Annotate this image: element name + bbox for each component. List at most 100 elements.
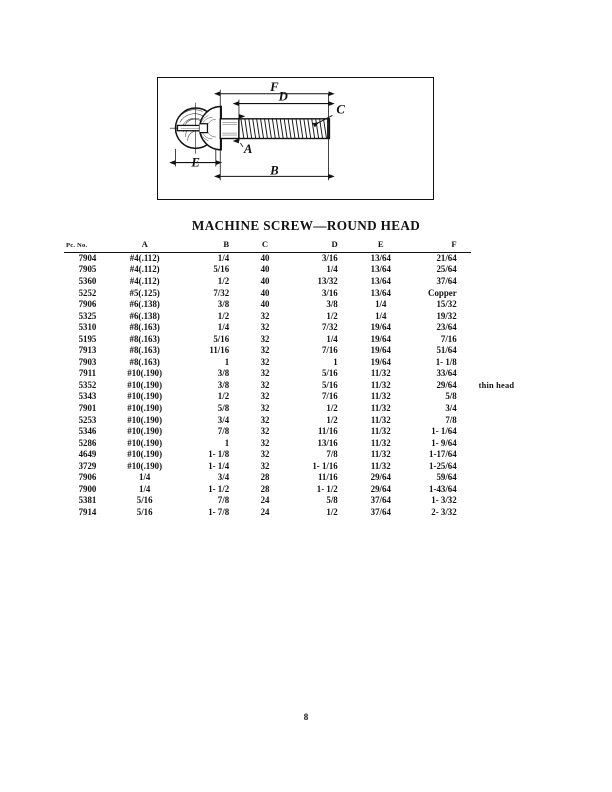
cell-c: 24 — [260, 506, 270, 517]
column-header-e: E — [357, 239, 404, 253]
cell-f: 3/4 — [445, 402, 457, 413]
cell-b: 3/8 — [217, 368, 230, 379]
cell-pc_no: 7913 — [78, 345, 97, 356]
cell-e: 37/64 — [370, 506, 391, 517]
cell-f: 7/16 — [440, 333, 457, 344]
cell-e: 13/64 — [370, 264, 391, 275]
cell-a: #6(.138) — [129, 299, 160, 310]
cell-f: 1-25/64 — [429, 460, 457, 471]
cell-note — [471, 461, 532, 473]
cell-d: 5/16 — [321, 368, 338, 379]
cell-a: #10(.190) — [127, 437, 163, 448]
cell-pc_no: 5195 — [78, 333, 97, 344]
page-number: 8 — [303, 712, 309, 722]
cell-b: 1 — [224, 437, 230, 448]
cell-note — [471, 252, 532, 264]
cell-pc_no: 7901 — [78, 402, 97, 413]
cell-note — [471, 276, 532, 288]
cell-e: 11/32 — [370, 460, 391, 471]
cell-d: 1/2 — [326, 310, 338, 321]
cell-e: 29/64 — [370, 483, 391, 494]
cell-b: 1/2 — [217, 310, 230, 321]
cell-a: #10(.190) — [127, 368, 163, 379]
cell-f: 23/64 — [436, 322, 457, 333]
cell-d: 1/2 — [326, 402, 338, 413]
cell-a: #8(.163) — [129, 356, 160, 367]
cell-e: 19/64 — [370, 333, 391, 344]
cell-f: 5/8 — [445, 391, 457, 402]
cell-c: 32 — [260, 333, 270, 344]
cell-note — [471, 288, 532, 300]
cell-d: 1/2 — [326, 506, 338, 517]
cell-note — [471, 322, 532, 334]
cell-e: 13/64 — [370, 287, 391, 298]
cell-b: 3/4 — [217, 414, 230, 425]
cell-c: 32 — [260, 345, 270, 356]
cell-pc_no: 7911 — [78, 368, 97, 379]
cell-pc_no: 3729 — [78, 460, 97, 471]
cell-pc_no: 5310 — [78, 322, 97, 333]
cell-b: 1/4 — [217, 252, 230, 263]
cell-note: thin head — [478, 380, 515, 390]
cell-a: #10(.190) — [127, 379, 163, 390]
cell-f: 1- 1/64 — [431, 426, 457, 437]
cell-b: 3/8 — [217, 299, 230, 310]
cell-pc_no: 7903 — [78, 356, 97, 367]
cell-f: 1- 9/64 — [431, 437, 457, 448]
cell-b: 1- 1/2 — [208, 483, 230, 494]
cell-pc_no: 5325 — [78, 310, 97, 321]
cell-f: 1- 1/8 — [435, 356, 457, 367]
cell-a: #10(.190) — [127, 391, 163, 402]
dimension-label-D: D — [278, 90, 288, 104]
screw-slot-side — [199, 123, 209, 134]
cell-d: 11/16 — [317, 472, 338, 483]
cell-d: 7/16 — [321, 345, 338, 356]
column-header-a: A — [110, 239, 179, 253]
cell-c: 40 — [260, 299, 270, 310]
cell-note — [471, 345, 532, 357]
cell-e: 37/64 — [370, 495, 391, 506]
cell-a: #10(.190) — [127, 426, 163, 437]
cell-d: 1- 1/16 — [312, 460, 338, 471]
spec-table-header-row: Pc. No. A B C D E F — [64, 239, 532, 253]
cell-e: 11/32 — [370, 414, 391, 425]
cell-note — [471, 415, 532, 427]
cell-f: 25/64 — [436, 264, 457, 275]
cell-a: #8(.163) — [129, 333, 160, 344]
cell-e: 19/64 — [370, 356, 391, 367]
cell-note — [471, 357, 532, 369]
cell-e: 1/4 — [375, 310, 387, 321]
cell-pc_no: 5253 — [78, 414, 97, 425]
cell-c: 32 — [260, 449, 270, 460]
cell-f: Copper — [428, 287, 457, 298]
cell-note — [471, 507, 532, 519]
cell-b: 1/2 — [217, 275, 230, 286]
cell-note — [471, 368, 532, 380]
cell-note — [471, 495, 532, 507]
cell-f: 1-43/64 — [429, 483, 457, 494]
cell-b: 1- 1/4 — [208, 460, 230, 471]
column-header-d: D — [282, 239, 358, 253]
cell-b: 3/8 — [217, 379, 230, 390]
screw-threads — [238, 118, 331, 140]
cell-f: 1- 3/32 — [431, 495, 457, 506]
cell-e: 1/4 — [375, 299, 387, 310]
spec-table-head: Pc. No. A B C D E F — [64, 239, 532, 253]
cell-pc_no: 5360 — [78, 275, 97, 286]
cell-a: #8(.163) — [129, 345, 160, 356]
cell-d: 1- 1/2 — [316, 483, 338, 494]
